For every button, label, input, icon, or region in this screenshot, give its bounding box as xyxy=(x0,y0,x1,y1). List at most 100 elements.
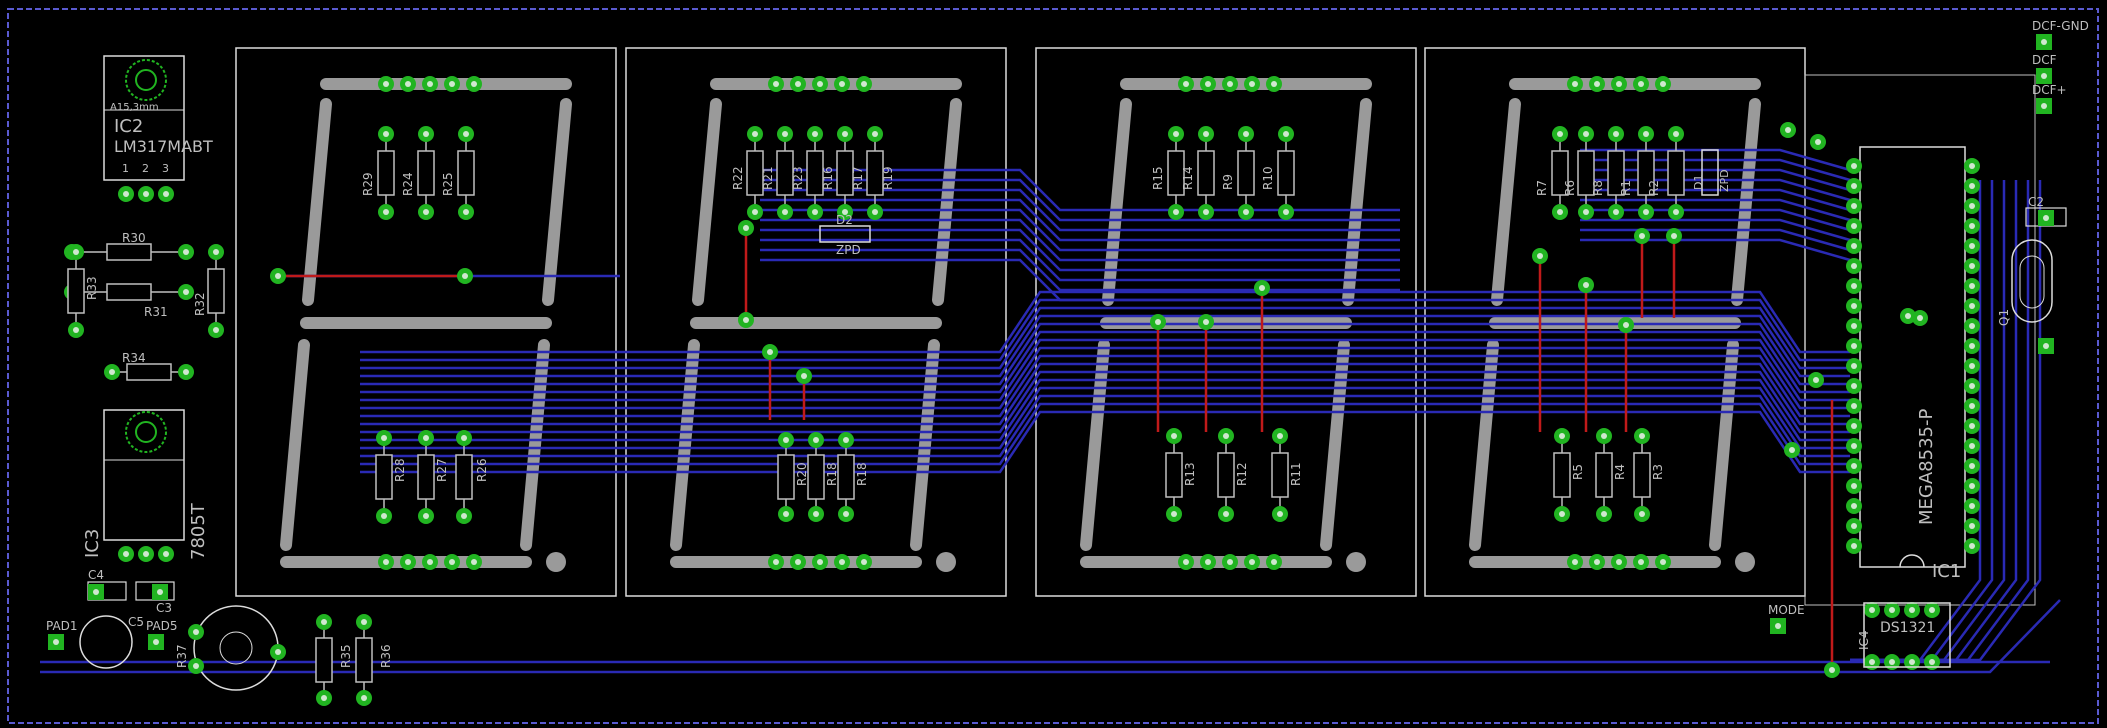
drill-hole xyxy=(1616,81,1622,87)
drill-hole xyxy=(1557,131,1563,137)
ic2-name: IC2 xyxy=(114,116,143,137)
drill-hole xyxy=(1785,127,1791,133)
drill-hole xyxy=(381,513,387,519)
drill-hole xyxy=(73,249,79,255)
drill-hole xyxy=(783,511,789,517)
drill-hole xyxy=(1929,607,1935,613)
r37-label: R37 xyxy=(175,644,189,668)
digit-frame-1 xyxy=(235,47,617,597)
drill-hole xyxy=(1851,343,1857,349)
drill-hole xyxy=(1969,223,1975,229)
drill-hole xyxy=(1969,243,1975,249)
drill-hole xyxy=(123,191,129,197)
segment-c xyxy=(520,339,550,551)
segment-b xyxy=(932,98,962,306)
ic2-pin-2: 2 xyxy=(142,162,149,175)
drill-hole xyxy=(1869,659,1875,665)
drill-hole xyxy=(773,81,779,87)
zener-d1: D1 ZPD xyxy=(1692,149,1731,196)
dcf-label: DCF xyxy=(2032,53,2057,67)
drill-hole xyxy=(163,191,169,197)
drill-hole xyxy=(801,373,807,379)
ic2-pin-1: 1 xyxy=(122,162,129,175)
resistor-body xyxy=(1551,150,1569,196)
drill-hole xyxy=(1594,81,1600,87)
bus-trace xyxy=(360,362,1850,426)
c3-label: C3 xyxy=(156,601,172,615)
drill-hole xyxy=(1851,523,1857,529)
resistor-label: R3 xyxy=(1651,464,1665,480)
resistor-array xyxy=(64,126,1685,706)
drill-hole xyxy=(1851,243,1857,249)
bus-trace xyxy=(360,354,1850,418)
drill-hole xyxy=(1909,659,1915,665)
drill-hole xyxy=(1223,433,1229,439)
drill-hole xyxy=(427,81,433,87)
drill-hole xyxy=(1789,447,1795,453)
resistor-label: R15 xyxy=(1151,166,1165,190)
drill-hole xyxy=(73,327,79,333)
trace xyxy=(40,599,2061,674)
drill-hole xyxy=(1205,81,1211,87)
drill-hole xyxy=(1572,81,1578,87)
drill-hole xyxy=(405,559,411,565)
drill-hole xyxy=(53,639,59,645)
resistor-label: R35 xyxy=(339,644,353,668)
bus-trace xyxy=(360,290,1850,354)
trace xyxy=(760,198,1400,242)
resistor-label: R20 xyxy=(795,462,809,486)
resistor-label: R14 xyxy=(1181,166,1195,190)
trace xyxy=(760,168,1400,212)
drill-hole xyxy=(383,559,389,565)
drill-hole xyxy=(743,225,749,231)
resistor-body xyxy=(776,150,794,196)
resistor-label: R34 xyxy=(122,351,146,365)
segment-c xyxy=(1320,339,1350,551)
segment-dp xyxy=(1735,552,1755,572)
drill-hole xyxy=(1583,131,1589,137)
resistor-body xyxy=(417,454,435,500)
resistor-label: R7 xyxy=(1535,180,1549,196)
drill-hole xyxy=(1601,511,1607,517)
drill-hole xyxy=(2043,343,2049,349)
drill-hole xyxy=(1623,322,1629,328)
drill-hole xyxy=(1227,559,1233,565)
drill-hole xyxy=(1969,443,1975,449)
resistor-label: R11 xyxy=(1289,462,1303,486)
ic2-note: A15,3mm xyxy=(110,102,159,113)
segment-e xyxy=(1469,339,1499,551)
drill-hole xyxy=(2041,39,2047,45)
segment-dp xyxy=(546,552,566,572)
drill-hole xyxy=(183,249,189,255)
display-frames xyxy=(235,47,2036,606)
resistor-label: R32 xyxy=(193,292,207,316)
drill-hole xyxy=(1969,483,1975,489)
drill-hole xyxy=(427,559,433,565)
drill-hole xyxy=(153,639,159,645)
resistor-body xyxy=(836,150,854,196)
pad1-label: PAD1 xyxy=(46,619,78,633)
drill-hole xyxy=(842,131,848,137)
trace xyxy=(760,218,1400,262)
drill-hole xyxy=(405,81,411,87)
drill-hole xyxy=(817,559,823,565)
drill-hole xyxy=(1851,383,1857,389)
drill-hole xyxy=(1969,343,1975,349)
drill-hole xyxy=(1909,607,1915,613)
drill-hole xyxy=(123,551,129,557)
drill-hole xyxy=(462,273,468,279)
bus-trace xyxy=(360,306,1850,370)
drill-hole xyxy=(1673,131,1679,137)
drill-hole xyxy=(1851,183,1857,189)
drill-hole xyxy=(1243,209,1249,215)
resistor-body xyxy=(455,454,473,500)
segment-dp xyxy=(1346,552,1366,572)
resistor-body xyxy=(806,150,824,196)
drill-hole xyxy=(839,81,845,87)
drill-hole xyxy=(1643,131,1649,137)
trace xyxy=(760,248,1400,292)
drill-hole xyxy=(1829,667,1835,673)
drill-hole xyxy=(1183,81,1189,87)
drill-hole xyxy=(1613,131,1619,137)
